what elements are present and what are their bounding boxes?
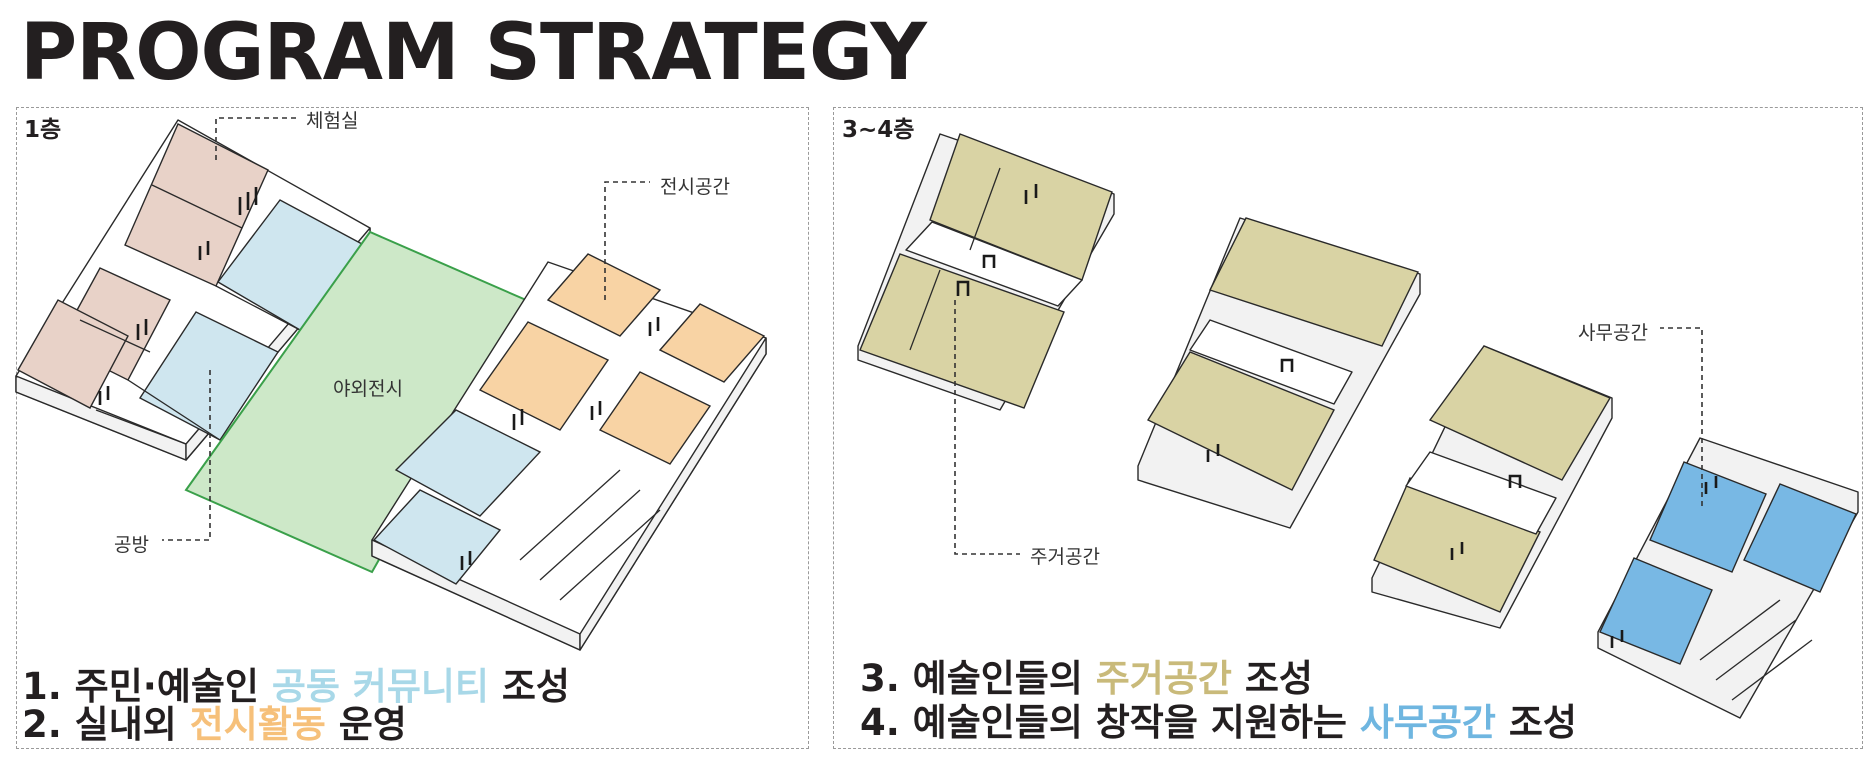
page-title: PROGRAM STRATEGY bbox=[20, 8, 927, 98]
experience-room-3 bbox=[17, 299, 129, 409]
office-room-1 bbox=[1649, 461, 1767, 573]
upper-floors-panel bbox=[833, 107, 1863, 749]
exhibition-room-4 bbox=[598, 371, 712, 465]
strategy-4: 4. 예술인들의 창작을 지원하는 사무공간 조성 bbox=[860, 701, 1577, 744]
office-building bbox=[1597, 437, 1859, 719]
label-experience-room: 체험실 bbox=[306, 110, 359, 132]
label-office-space: 사무공간 bbox=[1578, 322, 1648, 344]
floor-label-1f: 1층 bbox=[24, 117, 62, 143]
strategy-3: 3. 예술인들의 주거공간 조성 bbox=[860, 657, 1313, 700]
exhibition-building-block bbox=[371, 253, 767, 651]
label-outdoor-exhibition: 야외전시 bbox=[333, 378, 403, 400]
residential-building-c bbox=[1371, 345, 1613, 629]
community-room-3 bbox=[394, 409, 542, 517]
exhibition-room-3 bbox=[658, 303, 766, 383]
residential-building-b bbox=[1137, 217, 1421, 529]
community-room-2 bbox=[138, 311, 280, 441]
left-building-block bbox=[15, 119, 371, 461]
experience-room-1 bbox=[124, 123, 269, 287]
label-exhibition-space: 전시공간 bbox=[660, 176, 730, 198]
exhibition-room-1 bbox=[546, 253, 662, 337]
strategy-2: 2. 실내외 전시활동 운영 bbox=[22, 703, 407, 746]
strategy-1: 1. 주민·예술인 공동 커뮤니티 조성 bbox=[22, 665, 570, 708]
residential-building-a bbox=[857, 133, 1115, 411]
label-workshop: 공방 bbox=[114, 534, 149, 556]
community-room-4 bbox=[372, 489, 502, 585]
office-room-2 bbox=[1743, 483, 1857, 593]
office-room-3 bbox=[1599, 557, 1713, 665]
floor-label-3-4f: 3~4층 bbox=[842, 117, 915, 143]
exhibition-room-2 bbox=[478, 321, 610, 431]
ground-floor-panel bbox=[16, 107, 809, 749]
label-residential-space: 주거공간 bbox=[1030, 546, 1100, 568]
